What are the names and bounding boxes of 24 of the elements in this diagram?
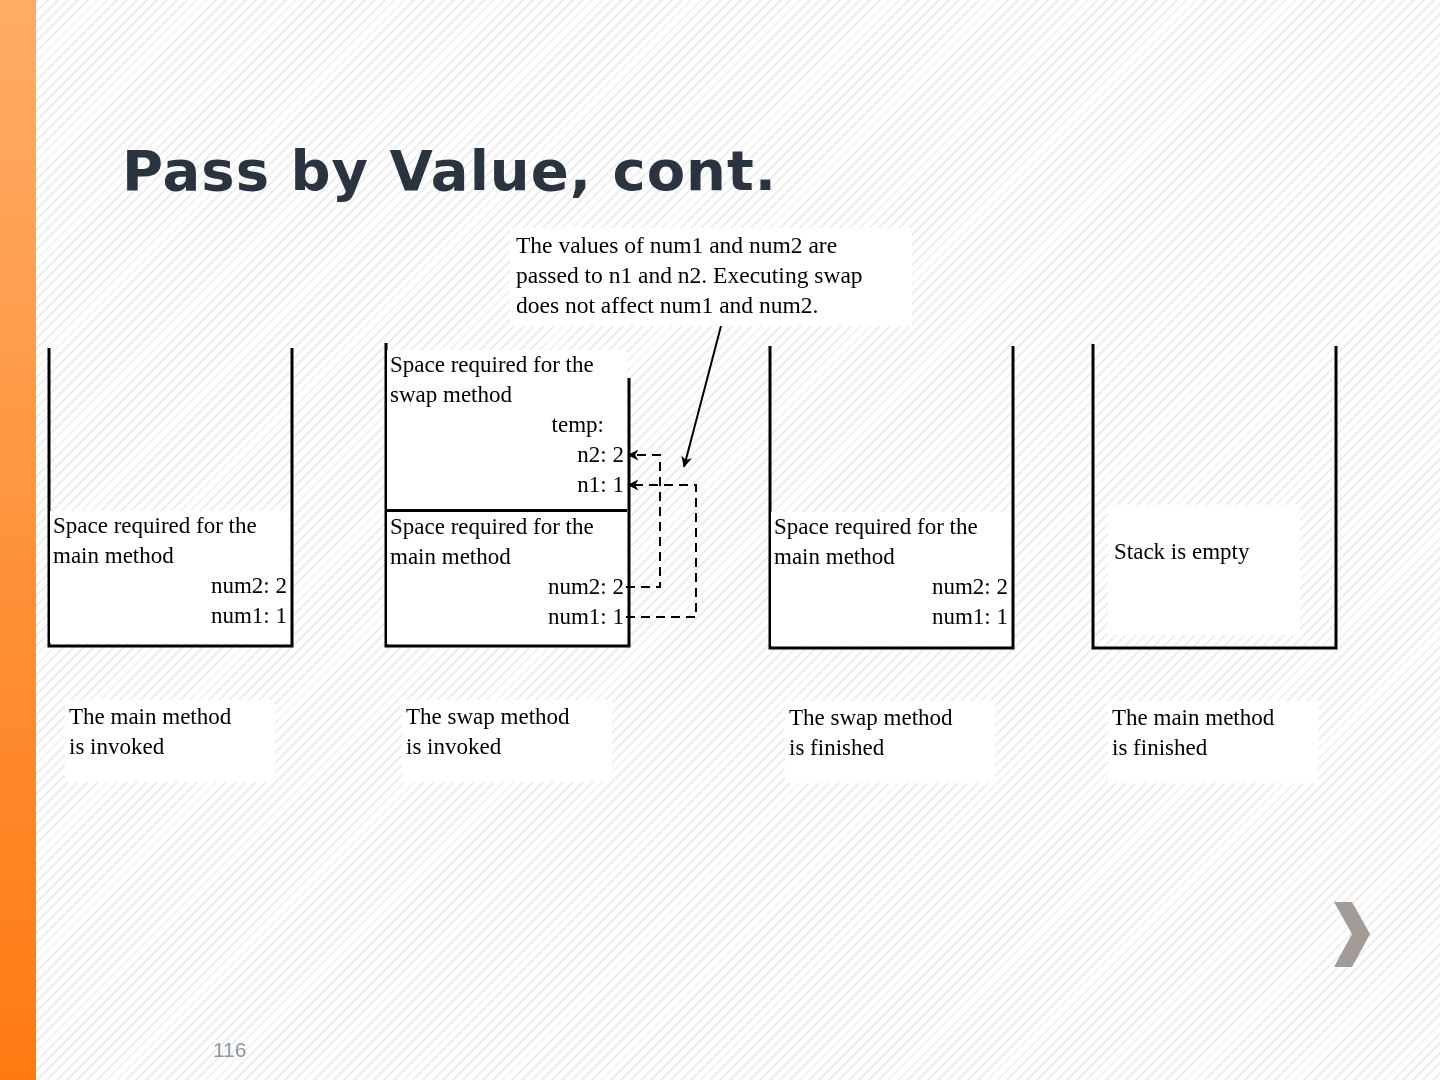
- stack-caption: The main method is finished: [1108, 701, 1318, 783]
- stack-caption: The swap method is finished: [785, 701, 995, 783]
- stack-caption: The swap method is invoked: [402, 700, 612, 782]
- variable-value: num2: 2: [210, 571, 287, 601]
- stack-frame: [771, 512, 1011, 646]
- leader-line: [681, 325, 722, 468]
- stack-frame: [50, 511, 290, 643]
- variable-value: n2: 2: [577, 440, 624, 470]
- page-number: 116: [213, 1038, 247, 1062]
- callout-note: The values of num1 and num2 are passed to n1 and n2. Executing swap does not affect num1 and num2.: [510, 228, 912, 326]
- stack-frame: [387, 350, 627, 512]
- variable-value: n1: 1: [577, 470, 624, 500]
- dashed-arrow: [625, 449, 661, 588]
- variable-value: num1: 1: [210, 601, 287, 631]
- stack-frame: [387, 512, 627, 644]
- variable-value: num2: 2: [931, 572, 1008, 602]
- stack-caption: The main method is invoked: [65, 700, 275, 782]
- variable-value: temp:: [551, 410, 604, 440]
- slide-title: Pass by Value, cont.: [122, 138, 778, 203]
- dashed-arrow: [625, 479, 697, 618]
- variable-value: num1: 1: [931, 602, 1008, 632]
- variable-value: num2: 2: [547, 572, 624, 602]
- variable-value: num1: 1: [547, 602, 624, 632]
- empty-stack-box: Stack is empty: [1108, 505, 1300, 635]
